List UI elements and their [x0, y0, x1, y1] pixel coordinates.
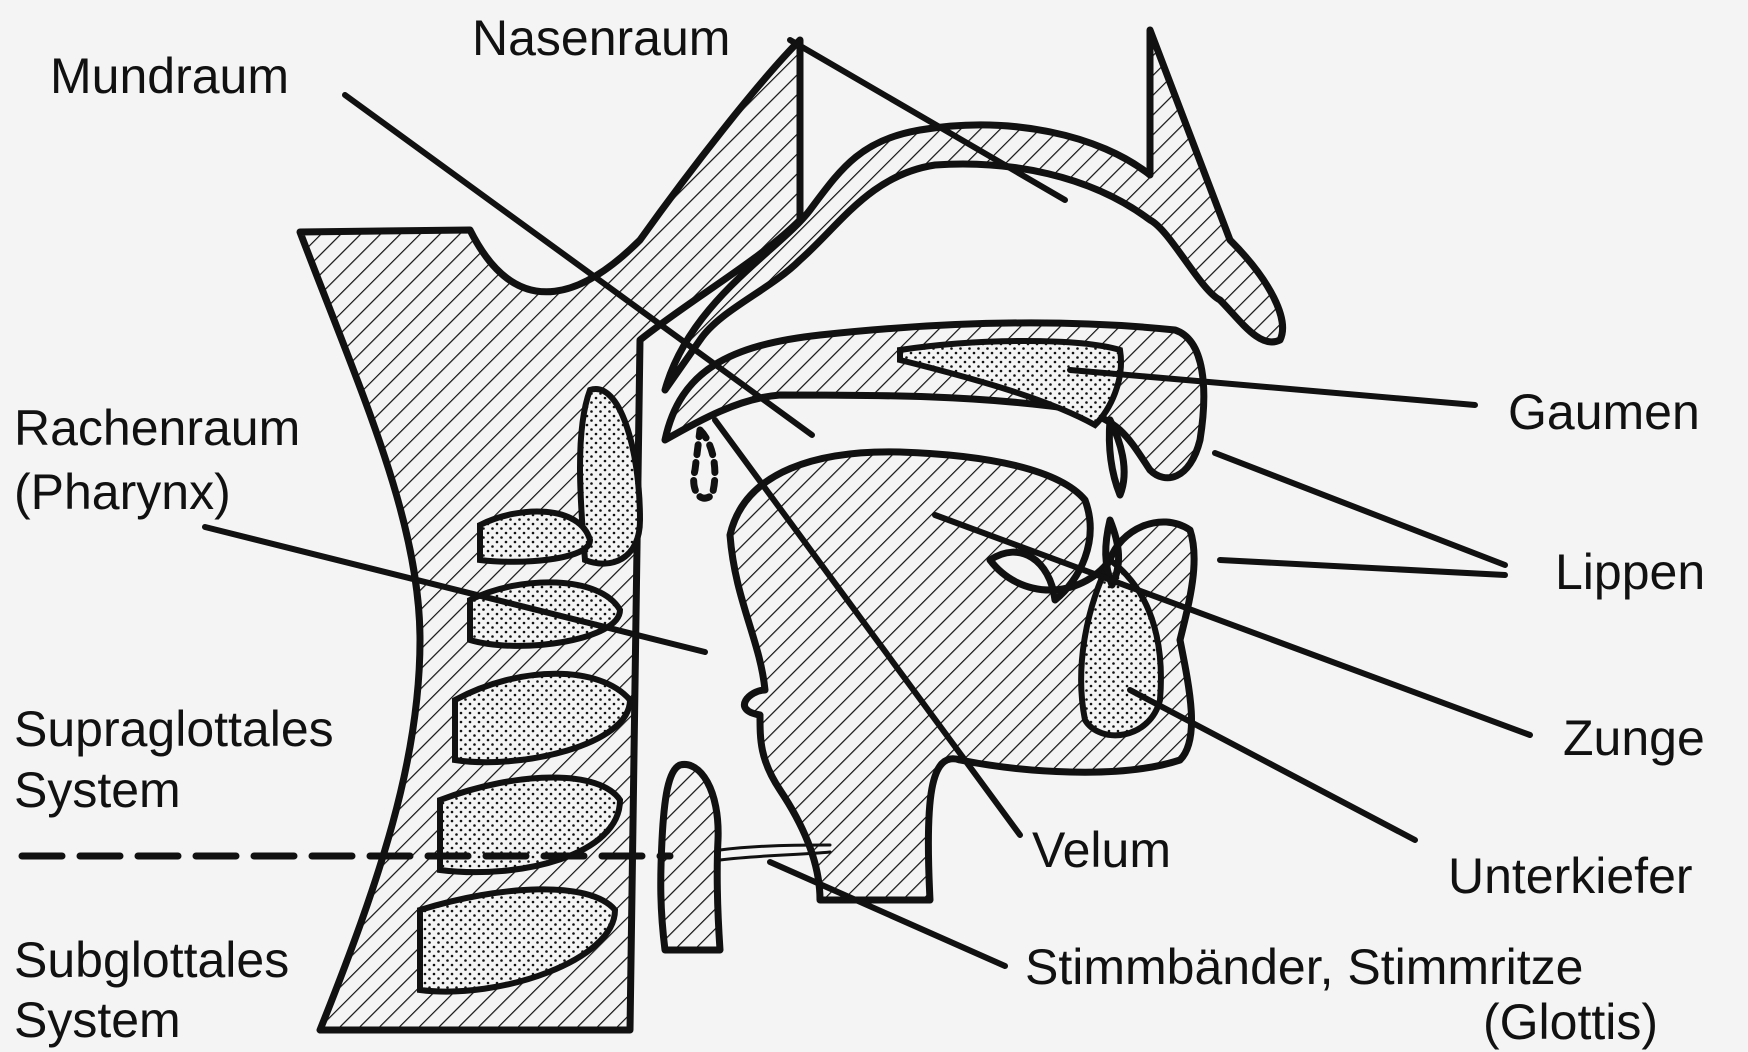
label-pharynx: (Pharynx): [14, 462, 231, 522]
label-zunge: Zunge: [1563, 708, 1705, 768]
leader-lippen-lower: [1220, 560, 1505, 575]
velum-tip: [694, 430, 715, 498]
label-glottis: (Glottis): [1380, 992, 1658, 1052]
label-unterkiefer: Unterkiefer: [1448, 846, 1693, 906]
label-stimmbaender: Stimmbänder, Stimmritze: [1025, 937, 1583, 997]
label-subglottales-system: System: [14, 990, 181, 1050]
label-subglottales: Subglottales: [14, 930, 289, 990]
leader-nasenraum: [790, 40, 1065, 200]
label-supraglottales: Supraglottales: [14, 699, 334, 759]
label-velum: Velum: [1032, 820, 1171, 880]
label-gaumen: Gaumen: [1508, 382, 1700, 442]
label-nasenraum: Nasenraum: [472, 8, 730, 68]
label-rachenraum: Rachenraum: [14, 398, 300, 458]
label-lippen: Lippen: [1555, 542, 1705, 602]
label-mundraum: Mundraum: [50, 46, 289, 106]
leader-lippen-upper: [1215, 453, 1505, 565]
label-supraglottales-system: System: [14, 760, 181, 820]
